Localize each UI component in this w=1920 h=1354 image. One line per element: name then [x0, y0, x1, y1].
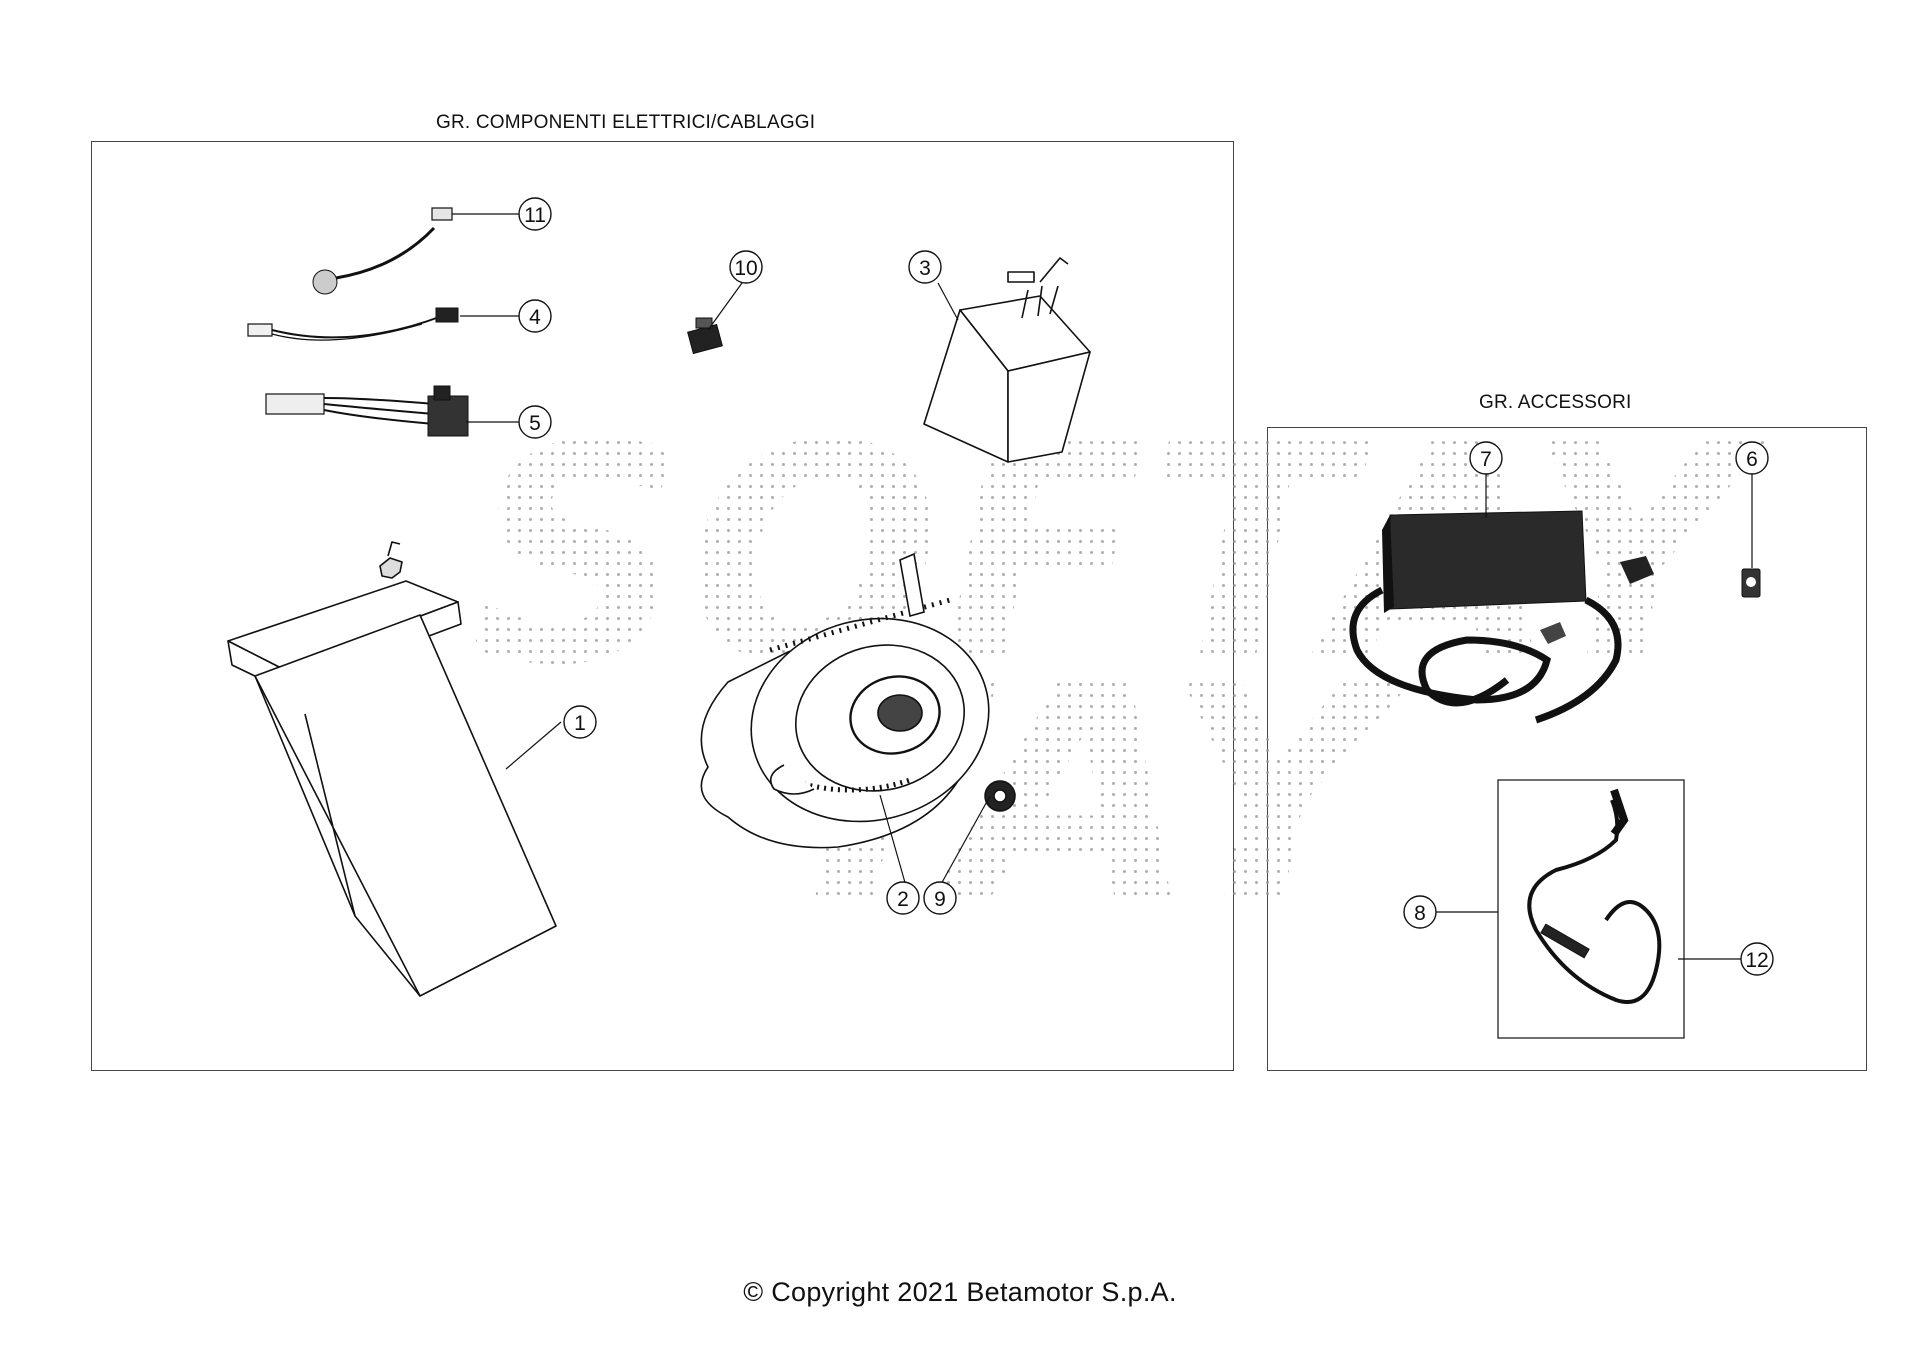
callout-12: 12 — [1740, 942, 1774, 976]
callout-10: 10 — [729, 250, 763, 284]
svg-text:9: 9 — [934, 888, 946, 911]
svg-text:6: 6 — [1746, 448, 1758, 471]
callout-leaders — [452, 213, 1753, 960]
battery-charger — [1349, 510, 1654, 724]
diagnostic-cable — [1527, 788, 1662, 1004]
accessories-group-frame — [1267, 427, 1867, 1071]
watermark: SOFTAY TAY — [470, 382, 1769, 966]
callout-7: 7 — [1469, 441, 1503, 475]
wire-harness-4 — [247, 307, 459, 341]
motor — [700, 552, 990, 849]
callout-6: 6 — [1735, 441, 1769, 475]
controller-unit — [923, 257, 1091, 463]
callout-2: 2 — [886, 881, 920, 915]
callout-1: 1 — [563, 705, 597, 739]
svg-text:1: 1 — [574, 712, 586, 735]
callout-8: 8 — [1403, 895, 1437, 929]
electrical-group-title: GR. COMPONENTI ELETTRICI/CABLAGGI — [436, 112, 816, 133]
electrical-group-frame — [91, 141, 1234, 1071]
svg-text:12: 12 — [1745, 949, 1768, 972]
svg-text:7: 7 — [1480, 448, 1492, 471]
copyright-footer: © Copyright 2021 Betamotor S.p.A. — [743, 1277, 1177, 1307]
svg-text:4: 4 — [529, 306, 541, 329]
svg-text:3: 3 — [919, 257, 931, 280]
svg-text:11: 11 — [524, 204, 546, 227]
svg-text:10: 10 — [734, 257, 757, 280]
svg-text:2: 2 — [897, 888, 909, 911]
diagnostic-cable-frame — [1497, 779, 1685, 1039]
svg-text:5: 5 — [529, 412, 541, 435]
battery-pack — [227, 541, 557, 997]
svg-text:8: 8 — [1414, 902, 1426, 925]
sprocket — [984, 780, 1016, 812]
callout-11: 11 — [518, 197, 552, 231]
callout-4: 4 — [518, 299, 552, 333]
switch-component — [687, 317, 723, 355]
socket-cable — [312, 207, 453, 295]
wire-harness-5 — [265, 385, 469, 437]
callout-5: 5 — [518, 405, 552, 439]
callout-9: 9 — [923, 881, 957, 915]
small-clip — [1741, 568, 1761, 598]
accessories-group-title: GR. ACCESSORI — [1479, 392, 1632, 413]
callout-3: 3 — [908, 250, 942, 284]
